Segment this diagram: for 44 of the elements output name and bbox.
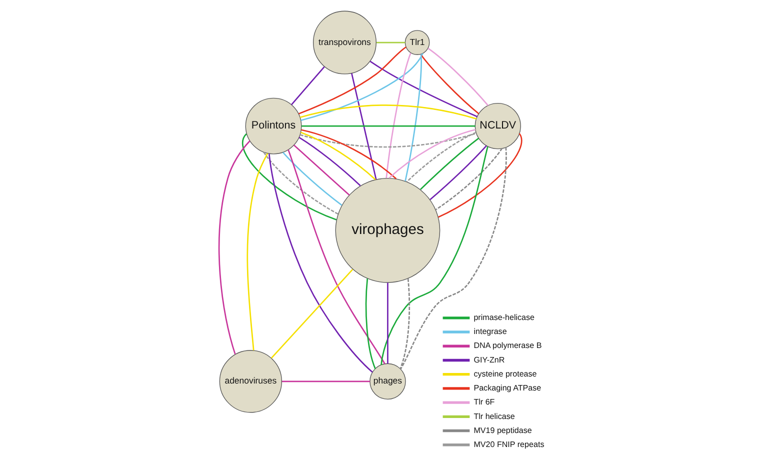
connector bbox=[270, 268, 353, 359]
connector bbox=[369, 60, 477, 118]
connector bbox=[218, 140, 250, 354]
connector bbox=[300, 129, 396, 180]
connector bbox=[299, 132, 476, 148]
connector bbox=[385, 52, 411, 178]
connector bbox=[242, 133, 336, 220]
connector bbox=[438, 133, 522, 218]
connector bbox=[292, 144, 350, 196]
connector bbox=[298, 46, 406, 114]
node-circle: virophages bbox=[334, 178, 440, 283]
connector bbox=[364, 278, 376, 370]
connector bbox=[262, 152, 338, 215]
node-circle: transpovirons bbox=[312, 10, 376, 74]
connector bbox=[399, 278, 410, 370]
connector bbox=[400, 147, 506, 370]
node-circle: Polintons bbox=[244, 98, 302, 154]
connector bbox=[420, 138, 479, 190]
node-circle: Tlr1 bbox=[404, 30, 430, 55]
connector bbox=[350, 73, 376, 180]
connector bbox=[246, 153, 268, 350]
connector bbox=[388, 128, 476, 179]
connector bbox=[429, 145, 486, 200]
connector bbox=[301, 125, 475, 127]
connector bbox=[268, 154, 372, 373]
connector bbox=[282, 152, 342, 206]
connector bbox=[287, 150, 385, 364]
connector bbox=[300, 132, 376, 180]
connector bbox=[406, 132, 476, 182]
connector bbox=[290, 66, 324, 106]
connector bbox=[380, 146, 488, 366]
node-circle: phages bbox=[369, 363, 406, 400]
node-circle: NCLDV bbox=[474, 103, 520, 150]
connector bbox=[299, 104, 476, 120]
connector bbox=[282, 380, 370, 382]
node-circle: adenoviruses bbox=[218, 350, 282, 413]
connector bbox=[420, 54, 479, 114]
connector bbox=[298, 136, 360, 186]
connector bbox=[386, 282, 388, 364]
connector bbox=[300, 53, 423, 122]
connector bbox=[435, 148, 502, 210]
connector bbox=[376, 42, 405, 44]
connector bbox=[404, 54, 422, 182]
connector bbox=[427, 48, 488, 106]
